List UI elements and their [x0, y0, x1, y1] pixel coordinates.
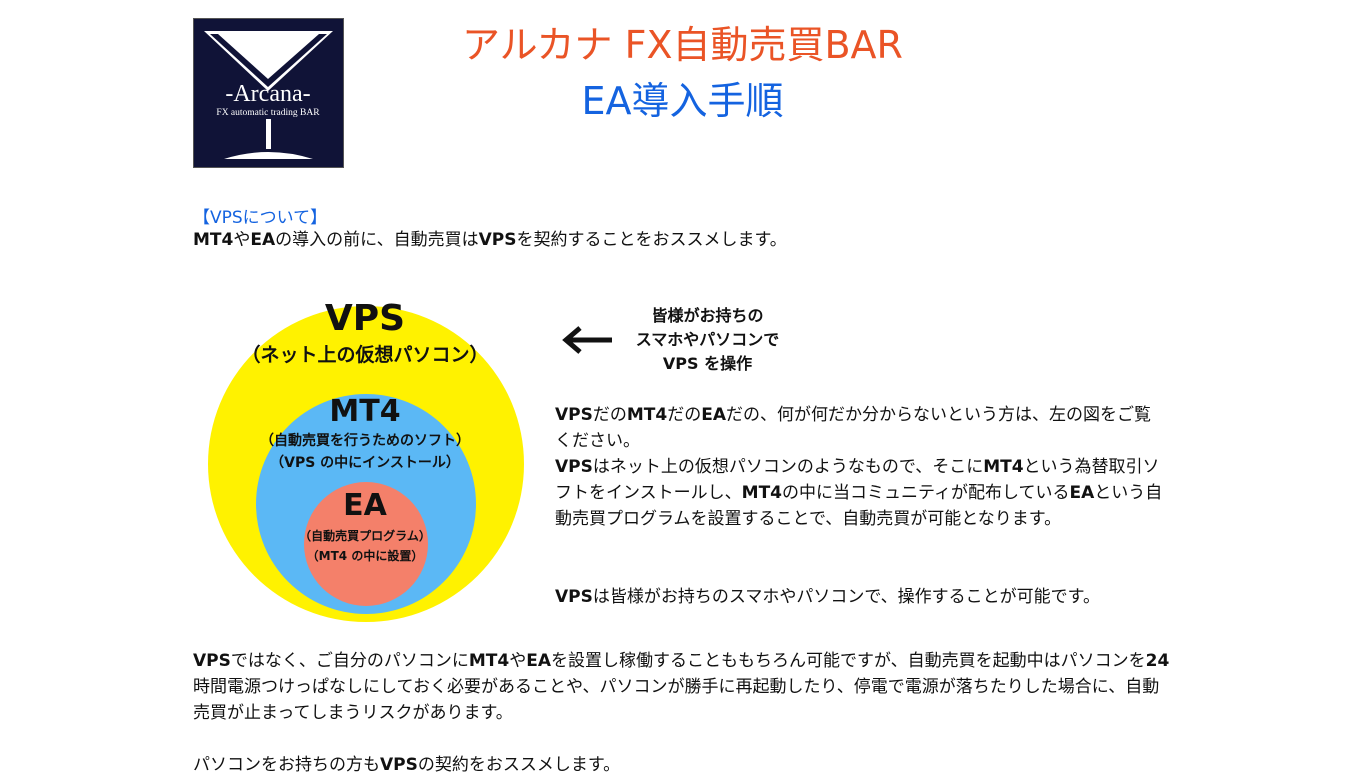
section-heading-vps: 【VPSについて】 — [193, 208, 328, 228]
text-run: という為替取引ソフトをインストールし、 — [555, 457, 1160, 503]
text-run: は皆様がお持ちのスマホやパソコンで、操作することが可能です。 — [592, 587, 1100, 607]
term-vps: VPS — [193, 651, 231, 671]
intro-paragraph: MT4やEAの導入の前に、自動売買はVPSを契約することをおススメします。 — [193, 227, 1173, 253]
ea-circle — [304, 482, 428, 606]
explain-paragraph-3: VPSは皆様がお持ちのスマホやパソコンで、操作することが可能です。 — [555, 584, 1167, 610]
term-ea: EA — [1069, 483, 1095, 503]
logo-text: -Arcana- — [225, 81, 310, 107]
term-24: 24 — [1145, 651, 1170, 671]
text-run: を設置し稼働することももちろん可能ですが、自動売買を起動中はパソコンを — [551, 651, 1146, 671]
text-run: だの — [667, 405, 702, 425]
mt4-sublabel-1: （自動売買を行うためのソフト） — [260, 433, 470, 449]
text-run: の契約をおススメします。 — [417, 755, 621, 775]
intro-mt4: MT4 — [193, 230, 234, 250]
page-title-line1: アルカナ FX自動売買BAR — [462, 23, 903, 67]
intro-text: の導入の前に、自動売買は — [275, 230, 479, 250]
term-vps: VPS — [555, 587, 593, 607]
vps-sublabel: （ネット上の仮想パソコン） — [241, 344, 489, 366]
explain-paragraph-4: VPSではなく、ご自分のパソコンにMT4やEAを設置し稼働することももちろん可能… — [193, 648, 1173, 726]
intro-ea: EA — [250, 230, 276, 250]
page-title-line2: EA導入手順 — [581, 79, 784, 123]
term-vps: VPS — [555, 457, 593, 477]
intro-text: を契約することをおススメします。 — [516, 230, 787, 250]
term-mt4: MT4 — [983, 457, 1024, 477]
arcana-logo: -Arcana- FX automatic trading BAR — [193, 18, 344, 168]
term-ea: EA — [526, 651, 551, 671]
explain-paragraph-5: パソコンをお持ちの方もVPSの契約をおススメします。 — [193, 752, 1173, 778]
vps-mt4-ea-diagram: VPS （ネット上の仮想パソコン） MT4 （自動売買を行うためのソフト） （V… — [200, 285, 530, 630]
note-line-1: 皆様がお持ちの — [651, 306, 764, 325]
vps-operation-note: 皆様がお持ちの スマホやパソコンで VPS を操作 — [560, 300, 805, 380]
term-mt4: MT4 — [468, 651, 510, 671]
text-run: という自動売買プログラムを設置することで、自動売買が可能となります。 — [555, 483, 1163, 529]
text-run: はネット上の仮想パソコンのようなもので、そこに — [592, 457, 984, 477]
text-run: だの — [592, 405, 627, 425]
note-line-2: スマホやパソコンで — [635, 330, 780, 349]
text-run: パソコンをお持ちの方も — [193, 755, 380, 775]
term-vps: VPS — [555, 405, 593, 425]
text-run: ではなく、ご自分のパソコンに — [230, 651, 469, 671]
term-vps: VPS — [380, 755, 418, 775]
term-mt4: MT4 — [626, 405, 668, 425]
intro-text: や — [233, 230, 251, 250]
mt4-sublabel-2: （VPS の中にインストール） — [270, 455, 460, 471]
intro-vps: VPS — [478, 230, 517, 250]
vps-label: VPS — [324, 298, 406, 339]
cocktail-glass-icon: -Arcana- FX automatic trading BAR — [204, 31, 333, 159]
ea-sublabel-1: （自動売買プログラム） — [299, 529, 431, 543]
note-line-3: VPS を操作 — [662, 354, 753, 373]
text-run: 時間電源つけっぱなしにしておく必要があることや、パソコンが勝手に再起動したり、停… — [193, 677, 1160, 723]
ea-sublabel-2: （MT4 の中に設置） — [306, 549, 424, 563]
text-run: だの、何が何だか分からないという方は、左の図をご覧ください。 — [555, 405, 1151, 451]
logo-subtext: FX automatic trading BAR — [216, 108, 320, 118]
explain-paragraph-2: VPSはネット上の仮想パソコンのようなもので、そこにMT4という為替取引ソフトを… — [555, 454, 1167, 532]
mt4-label: MT4 — [329, 394, 401, 429]
text-run: や — [509, 651, 527, 671]
explain-paragraph-1: VPSだのMT4だのEAだの、何が何だか分からないという方は、左の図をご覧くださ… — [555, 402, 1167, 454]
term-mt4: MT4 — [741, 483, 783, 503]
ea-label: EA — [343, 488, 387, 523]
text-run: の中に当コミュニティが配布している — [782, 483, 1070, 503]
arrow-left-icon — [562, 326, 612, 354]
term-ea: EA — [701, 405, 726, 425]
